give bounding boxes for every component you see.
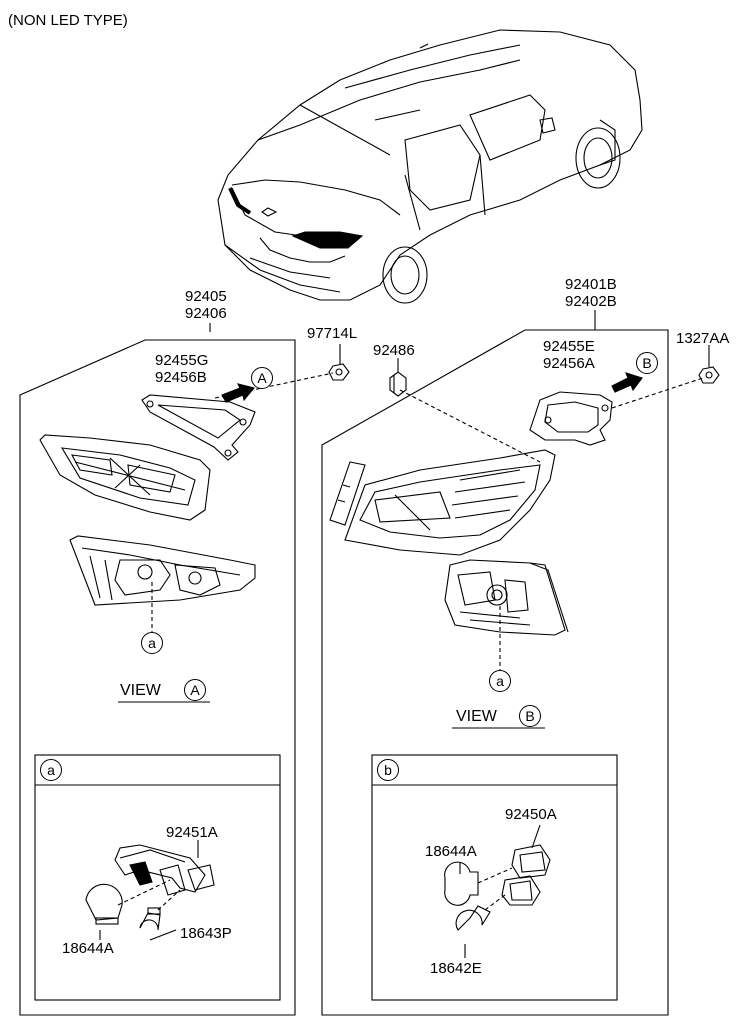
detail-b-bulb-lower-label: 18642E — [430, 960, 482, 977]
detail-a-bulb-large — [85, 883, 123, 925]
assembly-number-left-2: 92406 — [185, 305, 227, 322]
view-label-a-letter: A — [184, 679, 206, 701]
detail-b-socket-lower — [501, 875, 541, 906]
view-marker-b: B — [636, 352, 658, 374]
detail-a-bulb-large-label: 18644A — [62, 940, 114, 957]
view-label-b-letter: B — [519, 705, 541, 727]
detail-b-bulb-lower — [455, 905, 491, 931]
detail-b-socket-upper — [511, 844, 551, 879]
gasket-number-right-1: 92455E — [543, 338, 595, 355]
clip-92486 — [389, 371, 407, 397]
bulb-marker-right: a — [489, 670, 511, 692]
assembly-number-right-1: 92401B — [565, 276, 617, 293]
right-lamp-rear-view — [444, 559, 569, 636]
detail-a-bulb-small — [139, 907, 161, 931]
gasket-number-left-2: 92456B — [155, 369, 207, 386]
gasket-number-left-1: 92455G — [155, 352, 209, 369]
detail-a-bulb-small-label: 18643P — [180, 925, 232, 942]
left-group-outline — [19, 339, 296, 1016]
gasket-number-right-2: 92456A — [543, 355, 595, 372]
view-label-a-word: VIEW — [120, 682, 161, 699]
detail-b-bulb-upper — [444, 861, 479, 906]
detail-box-b — [371, 754, 618, 1001]
detail-b-socket-label: 92450A — [505, 806, 557, 823]
left-lamp-rear-view — [69, 535, 256, 606]
page-title: (NON LED TYPE) — [8, 12, 128, 29]
right-gasket — [529, 391, 613, 446]
detail-a-socket-label: 92451A — [166, 824, 218, 841]
view-label-b-word: VIEW — [456, 708, 497, 725]
assembly-number-left-1: 92405 — [185, 288, 227, 305]
detail-box-a — [34, 754, 281, 1001]
nut-1327AA — [698, 366, 720, 384]
part-label-nut-right: 1327AA — [676, 330, 730, 347]
detail-a-tag: a — [40, 759, 62, 781]
right-lamp-assembly — [329, 449, 556, 556]
detail-a-socket-harness — [114, 844, 215, 896]
assembly-number-right-2: 92402B — [565, 293, 617, 310]
right-group-outline — [321, 329, 669, 1016]
part-label-nut-left: 97714L — [307, 325, 358, 342]
view-marker-a: A — [251, 367, 273, 389]
nut-97714L — [328, 363, 350, 381]
detail-b-bulb-upper-label: 18644A — [425, 843, 477, 860]
bulb-marker-left: a — [141, 632, 163, 654]
left-lamp-assembly — [39, 434, 211, 521]
part-label-clip: 92486 — [373, 342, 415, 359]
detail-b-tag: b — [377, 759, 399, 781]
car-illustration — [217, 29, 643, 304]
left-gasket — [141, 394, 256, 461]
